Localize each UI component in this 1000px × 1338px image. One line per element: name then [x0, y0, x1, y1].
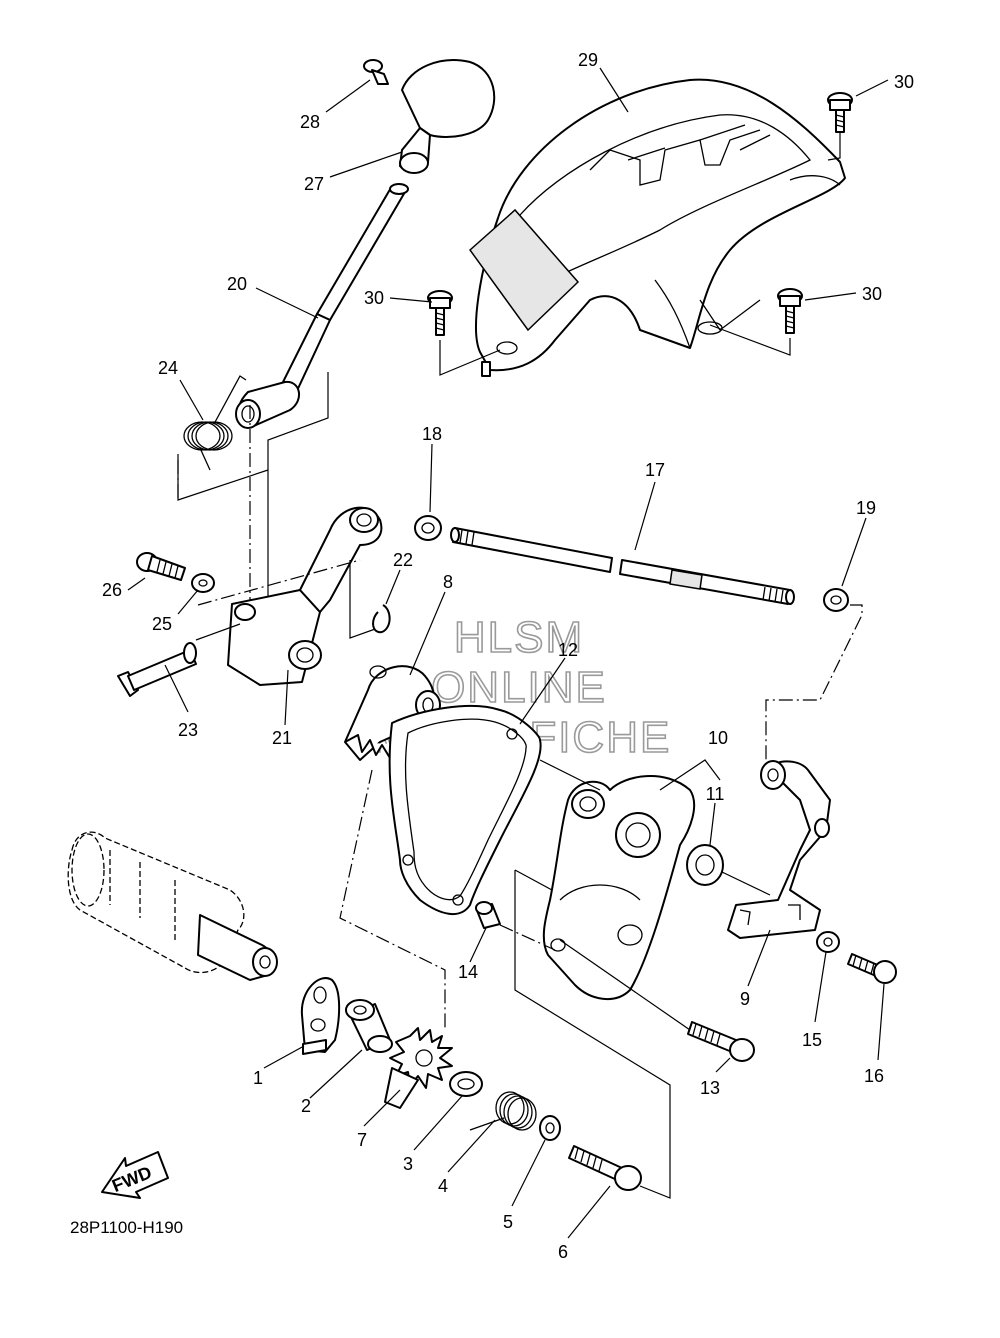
part-4-spring[interactable] — [469, 1091, 537, 1131]
part-10-housing[interactable] — [539, 759, 721, 1031]
part-12-gasket[interactable] — [388, 704, 542, 915]
callout-30-top: 30 — [894, 72, 914, 92]
part-20-shift-lever[interactable] — [235, 183, 409, 610]
callout-30-left: 30 — [364, 288, 384, 308]
part-23-bolt[interactable] — [117, 623, 241, 697]
part-2-collar[interactable] — [345, 999, 393, 1053]
part-14-dowel[interactable] — [475, 901, 501, 929]
callout-18: 18 — [422, 424, 442, 444]
part-24-spring[interactable] — [177, 375, 269, 501]
assembly-brackets — [177, 405, 671, 1199]
callout-7: 7 — [357, 1130, 367, 1150]
callout-11: 11 — [706, 784, 725, 804]
part-13-bolt[interactable] — [687, 1021, 755, 1062]
callout-24: 24 — [158, 358, 178, 378]
diagram-code: 28P1100-H190 — [70, 1218, 183, 1237]
callout-29: 29 — [578, 50, 598, 70]
part-7-stopper-lever[interactable] — [384, 1027, 453, 1109]
part-16-bolt[interactable] — [847, 953, 897, 984]
part-6-bolt[interactable] — [568, 1145, 642, 1191]
part-22-circlip[interactable] — [372, 604, 391, 634]
callout-1: 1 — [253, 1068, 263, 1088]
part-9-arm[interactable] — [727, 760, 831, 939]
callout-4: 4 — [438, 1176, 448, 1196]
callout-10: 10 — [708, 728, 728, 748]
part-15-washer[interactable] — [816, 931, 840, 953]
callout-28: 28 — [300, 112, 320, 132]
part-3-washer[interactable] — [449, 1071, 483, 1097]
callout-15: 15 — [802, 1030, 822, 1050]
part-30-bolt-left[interactable] — [427, 290, 501, 376]
watermark-line-2: ONLINE — [431, 663, 607, 712]
callout-30-right: 30 — [862, 284, 882, 304]
callout-22: 22 — [393, 550, 413, 570]
part-29-shift-gate-cover[interactable] — [468, 78, 846, 377]
part-27-shift-knob[interactable] — [399, 59, 496, 174]
callout-3: 3 — [403, 1154, 413, 1174]
part-26-bolt[interactable] — [136, 552, 186, 581]
part-21-shift-arm[interactable] — [227, 506, 383, 686]
part-1-segment-plate[interactable] — [300, 977, 341, 1055]
callout-12: 12 — [558, 640, 578, 660]
part-19-collar[interactable] — [765, 588, 863, 770]
callout-16: 16 — [864, 1066, 884, 1086]
part-30-bolt-right[interactable] — [709, 288, 803, 356]
callout-20: 20 — [227, 274, 247, 294]
callout-13: 13 — [700, 1078, 720, 1098]
shift-drum — [67, 831, 278, 981]
part-5-collar[interactable] — [539, 1115, 561, 1141]
callout-5: 5 — [503, 1212, 513, 1232]
part-28-screw[interactable] — [363, 59, 389, 85]
callout-8: 8 — [443, 572, 453, 592]
part-11-oil-seal[interactable] — [686, 844, 771, 896]
callout-19: 19 — [856, 498, 876, 518]
callout-21: 21 — [272, 728, 292, 748]
callout-2: 2 — [301, 1096, 311, 1116]
callout-6: 6 — [558, 1242, 568, 1262]
fwd-arrow-icon: FWD — [101, 1151, 169, 1199]
part-18-collar[interactable] — [414, 515, 442, 541]
callout-9: 9 — [740, 989, 750, 1009]
callout-26: 26 — [102, 580, 122, 600]
callout-25: 25 — [152, 614, 172, 634]
callout-17: 17 — [645, 460, 665, 480]
callout-labels: 28 27 20 24 29 30 30 30 18 17 19 22 26 2… — [102, 50, 914, 1262]
watermark-line-1: HLSM — [454, 613, 584, 662]
part-17-shift-shaft[interactable] — [450, 527, 795, 605]
callout-leaders — [127, 67, 889, 1239]
callout-27: 27 — [304, 174, 324, 194]
callout-14: 14 — [458, 962, 478, 982]
part-30-bolt-top[interactable] — [827, 92, 853, 161]
part-25-washer[interactable] — [191, 573, 215, 593]
callout-23: 23 — [178, 720, 198, 740]
